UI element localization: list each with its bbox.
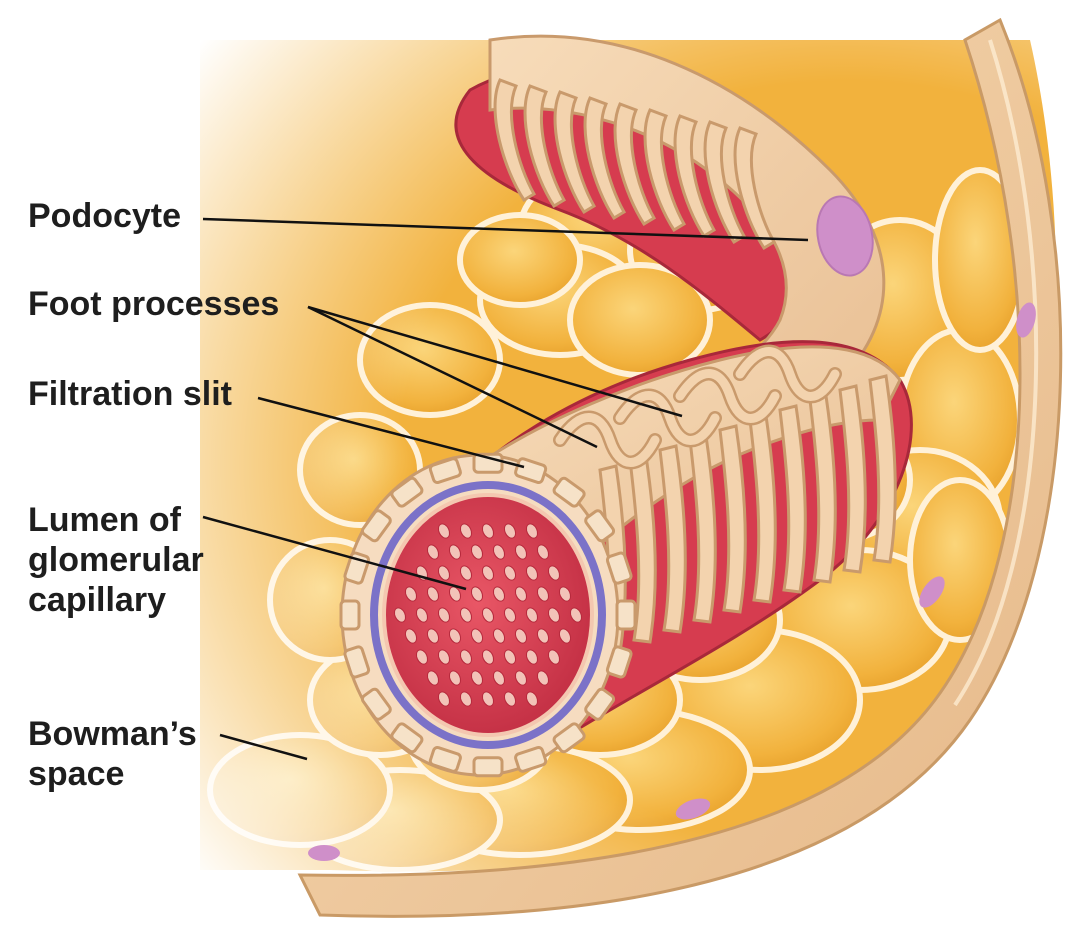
label-podocyte: Podocyte xyxy=(28,196,181,236)
rim-foot-process xyxy=(474,758,502,776)
label-bowmans-space: Bowman’s space xyxy=(28,714,197,794)
wall-nucleus xyxy=(308,845,340,861)
label-filtration-slit: Filtration slit xyxy=(28,374,232,414)
label-lumen-of-glomerular-capillary: Lumen of glomerular capillary xyxy=(28,500,204,620)
rim-foot-process xyxy=(341,601,359,629)
label-foot-processes: Foot processes xyxy=(28,284,279,324)
rim-foot-process xyxy=(617,601,635,629)
